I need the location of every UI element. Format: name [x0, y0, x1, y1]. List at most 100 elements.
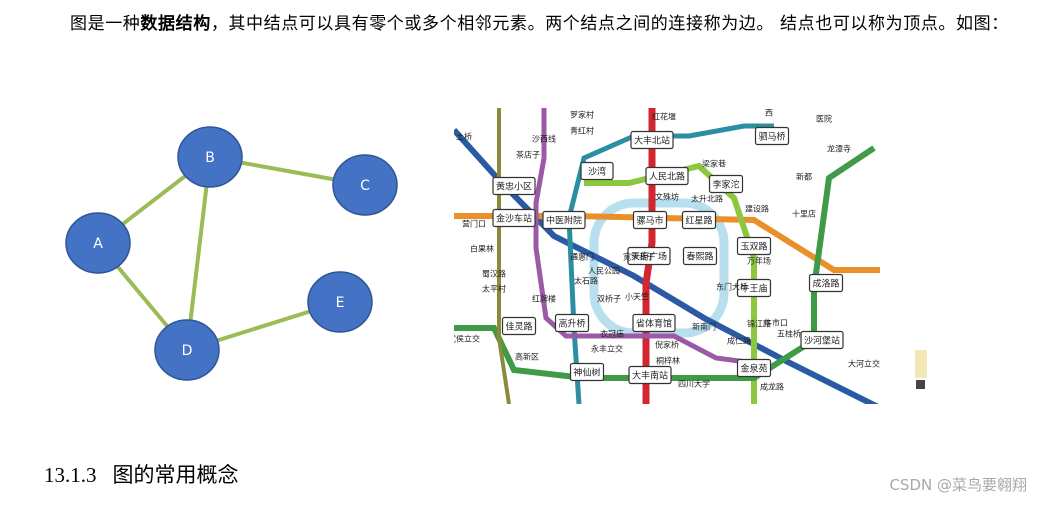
- metro-station-label: 十里店: [792, 209, 816, 219]
- metro-station-label: 白果林: [470, 244, 494, 254]
- metro-station-box: [569, 362, 605, 382]
- metro-station-label: 武侯立交: [454, 334, 480, 344]
- metro-station-label: 太升北路: [691, 194, 723, 204]
- metro-station-label: 沙湾: [588, 166, 606, 178]
- section-heading: 13.1.3 图的常用概念: [44, 459, 239, 489]
- metro-station-label: 营门口: [462, 219, 486, 229]
- metro-station-box: [501, 316, 537, 336]
- metro-station-box: [632, 210, 668, 230]
- metro-station-box: [645, 166, 689, 186]
- metro-station-label: 中医附院: [546, 215, 582, 227]
- metro-station-box: [808, 273, 844, 293]
- metro-station-box: [492, 208, 536, 228]
- graph-node-A: [65, 212, 131, 274]
- metro-station-label: 万年场: [747, 256, 771, 266]
- metro-station-label: 衣冠庙: [600, 329, 624, 339]
- metro-station-label: 小天竺: [625, 292, 649, 302]
- graph-node-label-D: D: [182, 343, 193, 359]
- graph-nodes: A B C D E: [65, 126, 398, 381]
- metro-station-label: 桐梓林: [656, 356, 680, 366]
- stray-image-fragment: [915, 350, 927, 389]
- metro-station-label: 医院: [816, 114, 832, 124]
- metro-station-label: 五桂桥: [777, 329, 801, 339]
- metro-station-label: 成仁路: [727, 336, 751, 346]
- metro-station-label: 牛王庙: [740, 283, 767, 295]
- metro-station-label: 青红村: [570, 126, 594, 136]
- metro-station-label: 红星路: [685, 215, 712, 227]
- graph-node-B: [177, 126, 243, 188]
- metro-station-labels: 罗家村青红村红花堰西医院土桥沙西线茶店子龙潭寺梁家巷新都文殊坊太升北路十里店万年…: [454, 109, 880, 392]
- graph-node-label-A: A: [93, 236, 103, 252]
- graph-node-label-B: B: [205, 150, 215, 166]
- metro-station-label: 沙西线: [532, 134, 556, 144]
- metro-station-label: 文殊坊: [655, 192, 679, 202]
- metro-station-box: [708, 174, 744, 194]
- metro-station-label: 蜀汉路: [482, 269, 506, 279]
- metro-station-box: [754, 126, 790, 146]
- csdn-watermark: CSDN @菜鸟要翱翔: [889, 476, 1027, 494]
- intro-bold-term: 数据结构: [140, 14, 211, 34]
- section-number: 13.1.3: [44, 463, 97, 487]
- metro-station-label: 四川大学: [678, 379, 710, 389]
- metro-station-box: [736, 278, 772, 298]
- metro-station-box: [630, 130, 674, 150]
- metro-station-label: 永丰立交: [591, 344, 623, 354]
- metro-station-label: 红牌楼: [532, 294, 556, 304]
- graph-node-E: [307, 271, 373, 333]
- metro-station-label: 茶店子: [516, 150, 540, 160]
- metro-station-box: [800, 330, 844, 350]
- metro-station-label: 大丰南站: [632, 370, 668, 382]
- metro-line-olive: [497, 108, 511, 404]
- metro-station-box: [736, 236, 772, 256]
- metro-station-label: 大丰北站: [634, 135, 670, 147]
- metro-station-label: 成龙路: [760, 382, 784, 392]
- metro-station-label: 罗家村: [570, 110, 594, 120]
- metro-station-label: 东门大桥: [716, 282, 748, 292]
- graph-node-label-E: E: [336, 295, 345, 311]
- metro-station-label: 省体育馆: [636, 318, 672, 330]
- graph-node-D: [154, 319, 220, 381]
- metro-station-label: 新都: [796, 172, 812, 182]
- metro-station-label: 红花堰: [652, 112, 676, 122]
- metro-station-label: 李家沱: [712, 179, 739, 191]
- metro-station-label: 高新区: [515, 352, 539, 362]
- metro-station-box: [736, 358, 772, 378]
- graph-node-label-C: C: [360, 178, 370, 194]
- metro-station-label: 双桥子: [597, 294, 621, 304]
- metro-station-box: [681, 210, 717, 230]
- metro-station-label: 金沙车站: [496, 213, 532, 225]
- metro-station-box: [492, 176, 536, 196]
- graph-edge-B-D: [185, 156, 212, 351]
- metro-station-box: [682, 246, 718, 266]
- metro-station-label: 太平村: [482, 284, 506, 294]
- section-title: 图的常用概念: [112, 463, 239, 487]
- graph-node-C: [332, 154, 398, 216]
- metro-station-label: 通惠门: [570, 252, 594, 262]
- metro-station-label: 龙潭寺: [827, 144, 851, 154]
- metro-station-label: 春熙路: [686, 251, 713, 263]
- metro-station-label: 太石路: [574, 276, 598, 286]
- metro-station-label: 沙河堡站: [804, 335, 840, 347]
- metro-station-label: 人民公园: [588, 267, 620, 276]
- metro-station-label: 玉双路: [740, 241, 767, 253]
- graph-diagram: A B C D E: [65, 126, 398, 381]
- metro-station-label: 人民北路: [649, 171, 685, 183]
- metro-station-label: 土桥: [456, 132, 472, 142]
- intro-text-2: ，其中结点可以具有零个或多个相邻元素。两个结点之间的连接称为边。 结点也可以称为…: [210, 14, 1009, 34]
- metro-station-label: 神仙树: [573, 367, 600, 379]
- metro-station-label: 成洛路: [812, 278, 839, 290]
- metro-station-label: 大河立交: [848, 359, 880, 369]
- metro-station-label: 黄忠小区: [496, 181, 532, 193]
- metro-line-ring: [589, 198, 729, 338]
- metro-station-label: 锦江路: [747, 319, 771, 329]
- metro-station-label: 骡马市: [636, 215, 663, 227]
- metro-station-label: 牛市口: [764, 318, 788, 328]
- metro-station-label: 天府广场: [631, 251, 667, 263]
- metro-station-box: [542, 210, 586, 230]
- metro-station-box: [580, 161, 614, 181]
- metro-station-label: 建设路: [745, 204, 769, 214]
- metro-station-label: 驷马桥: [758, 131, 785, 143]
- intro-paragraph: 图是一种数据结构，其中结点可以具有零个或多个相邻元素。两个结点之间的连接称为边。…: [18, 6, 1033, 43]
- metro-line-purple: [533, 108, 755, 366]
